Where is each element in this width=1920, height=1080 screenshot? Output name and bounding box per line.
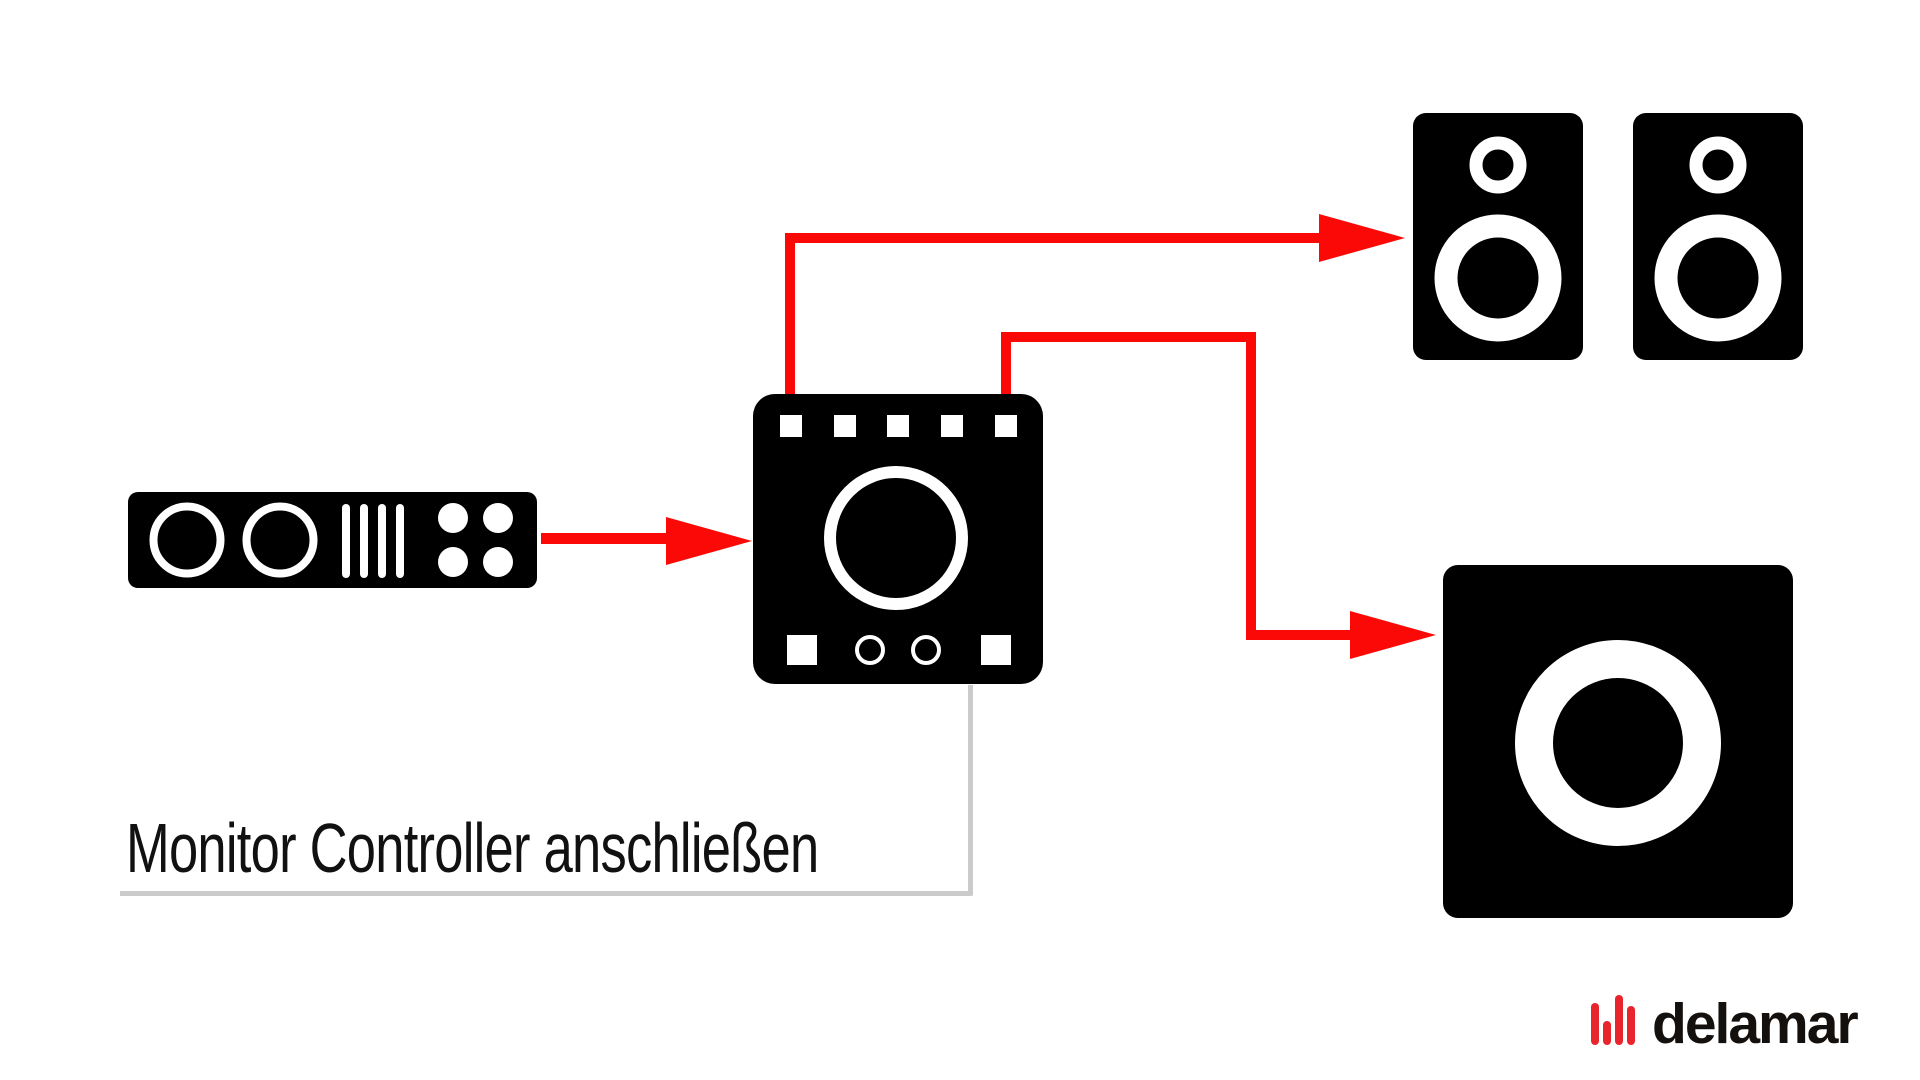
connector-shaft — [1246, 630, 1350, 640]
connector-shaft — [1001, 332, 1011, 394]
monitor-controller-icon — [753, 394, 1043, 684]
connector-shaft — [785, 233, 795, 394]
audio-interface-icon — [128, 492, 537, 588]
studio-monitor-right-icon — [1633, 113, 1803, 360]
arrow-head-icon — [666, 517, 752, 565]
arrow-head-icon — [1319, 214, 1405, 262]
delamar-level-bars-icon — [1591, 995, 1635, 1045]
caption-text: Monitor Controller anschließen — [126, 809, 819, 887]
callout-line — [120, 685, 973, 896]
delamar-wordmark: delamar — [1652, 992, 1859, 1056]
subwoofer-icon — [1443, 565, 1793, 918]
connector-shaft — [541, 533, 667, 544]
arrow-head-icon — [1350, 611, 1436, 659]
connector-shaft — [1001, 332, 1256, 342]
connector-shaft — [785, 233, 1320, 243]
connector-shaft — [1246, 332, 1256, 640]
studio-monitor-left-icon — [1413, 113, 1583, 360]
